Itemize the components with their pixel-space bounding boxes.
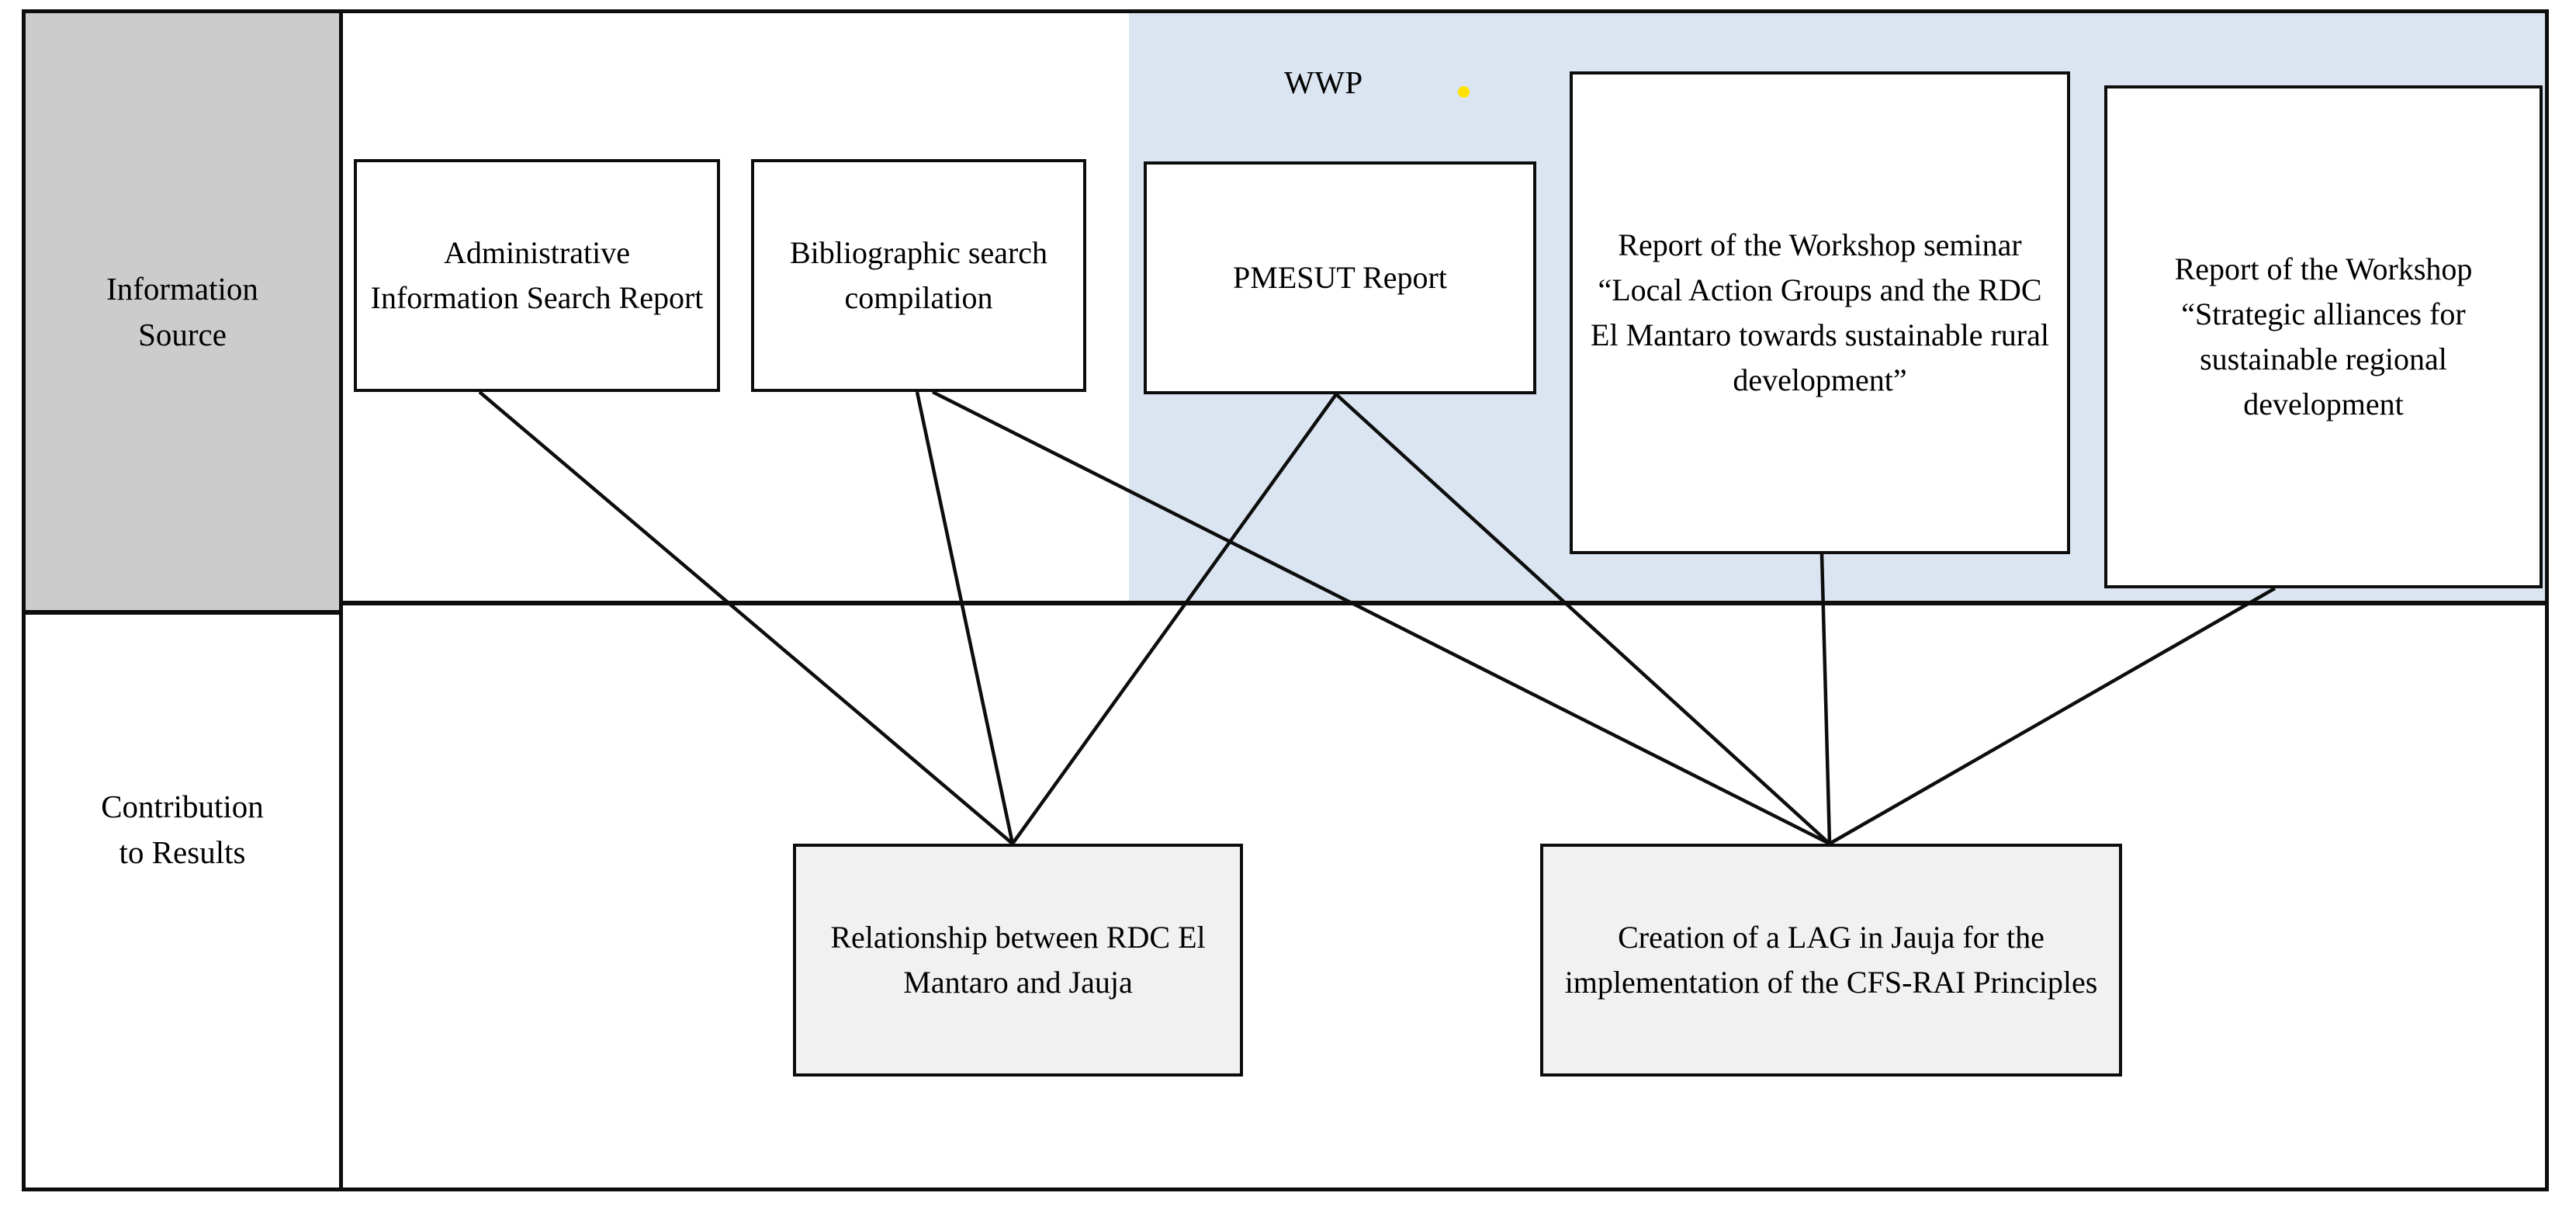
- node-label: Administrative Information Search Report: [370, 235, 704, 315]
- node-label: Relationship between RDC El Mantaro and …: [830, 920, 1206, 1000]
- row-header-information-source: Information Source: [26, 13, 339, 610]
- node-pmesut-report[interactable]: PMESUT Report: [1144, 161, 1536, 394]
- node-administrative-information-search-report[interactable]: Administrative Information Search Report: [354, 159, 720, 392]
- table-column-divider: [339, 9, 343, 1191]
- node-relationship-rdc-el-mantaro-jauja[interactable]: Relationship between RDC El Mantaro and …: [793, 844, 1243, 1077]
- table-row-divider-right: [339, 601, 2549, 605]
- table-outer-border: [22, 9, 2549, 1191]
- node-bibliographic-search-compilation[interactable]: Bibliographic search compilation: [751, 159, 1086, 392]
- node-label: Report of the Workshop seminar “Local Ac…: [1591, 227, 2049, 397]
- row-header-contribution-to-results-label: Contribution to Results: [101, 789, 264, 870]
- node-label: Bibliographic search compilation: [789, 235, 1048, 315]
- table-row-divider-left: [22, 610, 343, 615]
- node-label: PMESUT Report: [1233, 260, 1447, 295]
- node-creation-lag-jauja-cfs-rai[interactable]: Creation of a LAG in Jauja for the imple…: [1540, 844, 2122, 1077]
- row-header-information-source-label: Information Source: [106, 271, 258, 352]
- node-label: Creation of a LAG in Jauja for the imple…: [1564, 920, 2098, 1000]
- row-header-contribution-to-results: Contribution to Results: [26, 615, 339, 1191]
- node-label: Report of the Workshop “Strategic allian…: [2174, 251, 2473, 421]
- wwp-group-label: WWP: [1284, 64, 1363, 100]
- wwp-marker-dot-icon: [1458, 86, 1470, 98]
- node-workshop-seminar-report[interactable]: Report of the Workshop seminar “Local Ac…: [1570, 71, 2070, 554]
- node-workshop-strategic-alliances-report[interactable]: Report of the Workshop “Strategic allian…: [2104, 85, 2543, 588]
